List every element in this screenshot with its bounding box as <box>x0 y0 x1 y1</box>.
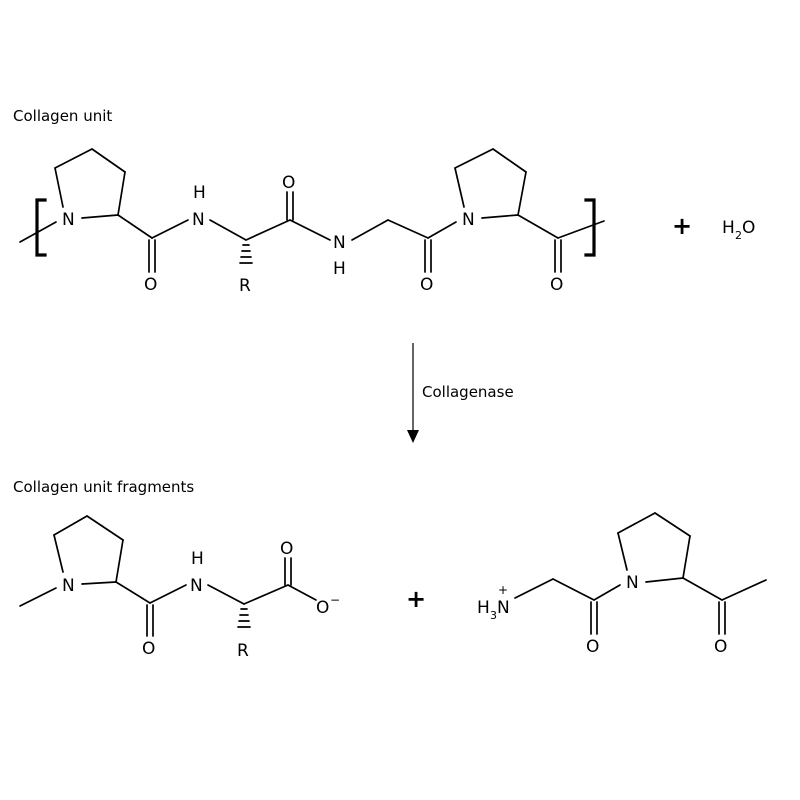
atom-n-ring-4: N <box>626 573 639 593</box>
atom-o-carbonyl-2: O <box>282 173 295 193</box>
fragment-1-structure: N O H N R O O − <box>19 515 340 661</box>
hashed-wedge-bond-icon <box>237 608 251 628</box>
atom-h-amide-3: H <box>191 549 204 569</box>
atom-o-carbonyl-1: O <box>144 275 157 295</box>
atom-o-carboxylate: O <box>316 598 329 618</box>
positive-charge: + <box>498 583 508 597</box>
plus-sign-bottom: + <box>406 585 426 613</box>
atom-n-amide-1: N <box>192 210 205 230</box>
atom-n-ring-3: N <box>62 576 75 596</box>
atom-o-carbonyl-5: O <box>142 639 155 659</box>
atom-o-carbonyl-4: O <box>550 275 563 295</box>
right-bracket <box>584 198 596 257</box>
negative-charge: − <box>330 593 340 607</box>
atom-h-amide-1: H <box>193 183 206 203</box>
pyrrolidine-ring-4 <box>617 512 691 583</box>
atom-h-amide-2: H <box>333 259 346 279</box>
atom-o-carbonyl-6: O <box>586 637 599 657</box>
pyrrolidine-ring-1 <box>54 148 126 219</box>
atom-n-amide-3: N <box>190 576 203 596</box>
pyrrolidine-ring-2 <box>454 148 527 219</box>
right-terminal-bond <box>557 220 605 239</box>
ammonium-group: H 3 N <box>477 598 510 622</box>
svg-text:N: N <box>497 598 510 618</box>
enzyme-label: Collagenase <box>422 383 514 401</box>
atom-o-carboxyl-double: O <box>280 539 293 559</box>
svg-text:H: H <box>722 218 735 238</box>
collagen-unit-structure: N O H N R O N H O N O <box>19 148 605 296</box>
svg-text:H: H <box>477 598 490 618</box>
svg-text:3: 3 <box>490 609 497 622</box>
caption-fragments: Collagen unit fragments <box>13 478 194 496</box>
left-terminal-bond <box>19 221 57 243</box>
svg-text:2: 2 <box>735 229 742 242</box>
atom-n-ring-2: N <box>462 210 475 230</box>
water-molecule: H 2 O <box>722 218 755 242</box>
down-arrow-icon <box>407 343 419 443</box>
svg-text:O: O <box>742 218 755 238</box>
atom-n-ring-1: N <box>62 210 75 230</box>
hashed-wedge-bond-icon <box>239 244 253 264</box>
plus-sign-top: + <box>672 212 692 240</box>
pyrrolidine-ring-3 <box>53 515 124 585</box>
left-bracket <box>35 198 47 257</box>
atom-o-carbonyl-7: O <box>714 637 727 657</box>
atom-r-sidechain-2: R <box>237 641 249 661</box>
atom-r-sidechain-1: R <box>239 276 251 296</box>
atom-o-carbonyl-3: O <box>420 275 433 295</box>
caption-collagen-unit: Collagen unit <box>13 107 112 125</box>
fragment-2-structure: + H 3 N N O O <box>477 512 767 657</box>
atom-n-amide-2: N <box>333 233 346 253</box>
